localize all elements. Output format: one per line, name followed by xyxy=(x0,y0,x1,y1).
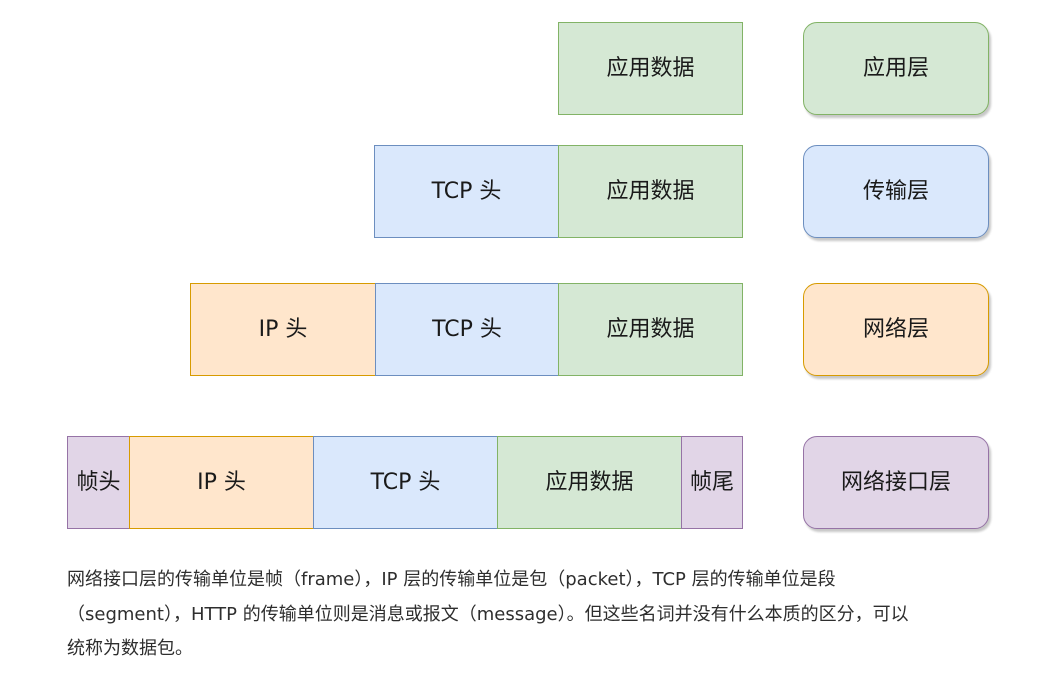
segment-application-data: 应用数据 xyxy=(558,145,743,238)
description-line: 统称为数据包。 xyxy=(67,638,193,659)
segment-label: IP 头 xyxy=(197,469,246,495)
segment-frame-trailer: 帧尾 xyxy=(681,436,743,529)
description-paragraph: 网络接口层的传输单位是帧（frame），IP 层的传输单位是包（packet），… xyxy=(67,563,1007,667)
segment-label: 应用数据 xyxy=(606,316,695,342)
segment-frame-header: 帧头 xyxy=(67,436,130,529)
row-link-layer: 帧头 IP 头 TCP 头 应用数据 帧尾 网络接口层 xyxy=(0,436,1039,529)
layer-label-transport: 传输层 xyxy=(803,145,989,238)
row-network-layer: IP 头 TCP 头 应用数据 网络层 xyxy=(0,283,1039,376)
segment-label: 应用数据 xyxy=(545,469,634,495)
layer-label-network: 网络层 xyxy=(803,283,989,376)
layer-label-link: 网络接口层 xyxy=(803,436,989,529)
layer-label-application: 应用层 xyxy=(803,22,989,115)
segment-ip-header: IP 头 xyxy=(190,283,376,376)
layer-label-text: 应用层 xyxy=(862,55,929,81)
segment-label: 应用数据 xyxy=(606,55,695,81)
segment-tcp-header: TCP 头 xyxy=(313,436,498,529)
row-application-layer: 应用数据 应用层 xyxy=(0,22,1039,115)
layer-label-text: 传输层 xyxy=(862,178,929,204)
layer-label-text: 网络接口层 xyxy=(840,469,951,495)
segment-label: TCP 头 xyxy=(432,316,502,342)
segment-label: 帧头 xyxy=(76,469,121,495)
segment-application-data: 应用数据 xyxy=(558,283,743,376)
segment-application-data: 应用数据 xyxy=(497,436,682,529)
description-line: （segment），HTTP 的传输单位则是消息或报文（message）。但这些… xyxy=(67,603,909,625)
segment-label: IP 头 xyxy=(258,316,308,342)
description-line: 网络接口层的传输单位是帧（frame），IP 层的传输单位是包（packet），… xyxy=(67,569,836,590)
segment-tcp-header: TCP 头 xyxy=(374,145,559,238)
segment-label: 应用数据 xyxy=(606,178,695,204)
row-transport-layer: TCP 头 应用数据 传输层 xyxy=(0,145,1039,238)
segment-tcp-header: TCP 头 xyxy=(375,283,559,376)
segment-label: 帧尾 xyxy=(689,469,734,495)
segment-label: TCP 头 xyxy=(370,469,441,495)
segment-label: TCP 头 xyxy=(431,178,502,204)
segment-application-data: 应用数据 xyxy=(558,22,743,115)
segment-ip-header: IP 头 xyxy=(129,436,314,529)
layer-label-text: 网络层 xyxy=(862,316,929,342)
